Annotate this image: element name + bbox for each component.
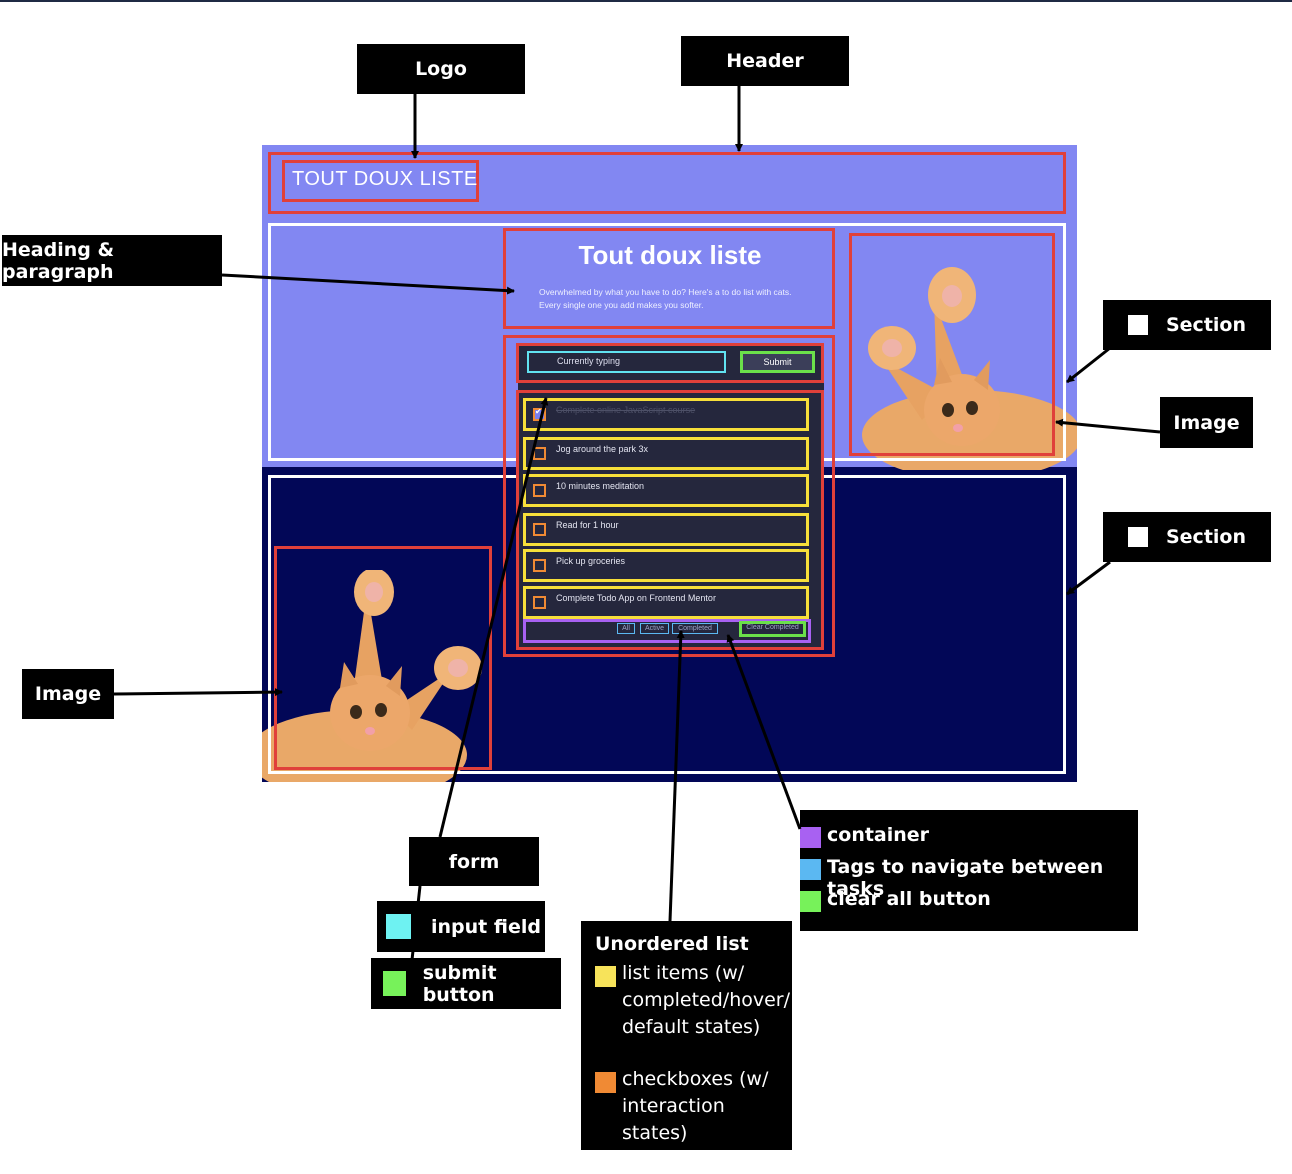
- form-outline: [516, 343, 824, 383]
- input-swatch: [386, 914, 411, 939]
- form-legend-connector: [410, 885, 422, 961]
- heading-paragraph-label: Heading & paragraph: [2, 235, 222, 286]
- cat-image-left: [262, 570, 482, 782]
- logo[interactable]: TOUT DOUX LISTE: [292, 168, 478, 190]
- form-arrow: [438, 397, 549, 838]
- todo-container-outline: [503, 335, 835, 657]
- image-right-arrow: [1055, 418, 1161, 434]
- checkbox-icon[interactable]: [533, 484, 546, 497]
- intro-paragraph: Overwhelmed by what you have to do? Here…: [539, 287, 792, 310]
- page-title: Tout doux liste: [578, 240, 762, 270]
- app-mockup: TOUT DOUX LISTE Tout doux liste Overwhel…: [262, 145, 1077, 782]
- white-swatch-icon: [1127, 527, 1148, 547]
- list-arrow: [668, 630, 685, 922]
- checkbox-icon[interactable]: [533, 559, 546, 572]
- white-swatch-icon: [1127, 315, 1148, 335]
- section-bottom-label: Section: [1103, 512, 1271, 562]
- header-outline: [268, 152, 1066, 214]
- input-field-legend: input field: [377, 901, 545, 952]
- todo-text: Read for 1 hour: [556, 520, 619, 530]
- todo-text: Jog around the park 3x: [556, 444, 649, 454]
- todo-input[interactable]: Currently typing: [527, 351, 726, 373]
- submit-button-legend: submit button: [371, 958, 561, 1009]
- image-left-outline: [274, 546, 492, 770]
- checkbox-icon[interactable]: [533, 523, 546, 536]
- list-footer-container: [523, 619, 811, 643]
- footer-arrow: [726, 634, 802, 830]
- tags-swatch: [800, 859, 821, 880]
- filter-all-tag[interactable]: All: [617, 623, 635, 634]
- top-border-line: [0, 0, 1292, 2]
- checkboxes-swatch: [595, 1072, 616, 1093]
- form-label: form: [409, 837, 539, 886]
- heading-arrow: [221, 273, 515, 295]
- todo-item[interactable]: Read for 1 hour: [523, 513, 809, 546]
- todo-item[interactable]: Pick up groceries: [523, 549, 809, 582]
- todo-panel: [518, 343, 824, 648]
- filter-active-tag[interactable]: Active: [640, 623, 669, 634]
- submit-swatch: [383, 971, 406, 996]
- todo-text: Pick up groceries: [556, 556, 626, 566]
- list-items-legend-text: list items (w/ completed/hover/ default …: [622, 962, 791, 1038]
- section-top-label: Section: [1103, 300, 1271, 350]
- cat-image-right: [862, 267, 1077, 470]
- image-left-arrow: [113, 688, 283, 697]
- todo-text: Complete Todo App on Frontend Mentor: [556, 593, 716, 603]
- logo-label: Logo: [357, 44, 525, 94]
- logo-outline: [282, 160, 479, 202]
- image-left-label: Image: [22, 669, 114, 719]
- section-top-arrow: [1066, 346, 1111, 384]
- clear-all-swatch: [800, 891, 821, 912]
- checkboxes-legend-text: checkboxes (w/ interaction states): [622, 1068, 769, 1144]
- heading-outline: [503, 228, 835, 329]
- section-bottom-arrow: [1066, 560, 1111, 596]
- submit-button[interactable]: Submit: [740, 351, 815, 373]
- filter-completed-tag[interactable]: Completed: [672, 623, 718, 634]
- image-right-outline: [849, 233, 1055, 456]
- legend-title: Unordered list: [595, 933, 749, 955]
- todo-text: Complete online JavaScript course: [556, 405, 696, 415]
- header-label: Header: [681, 36, 849, 86]
- todo-text: 10 minutes meditation: [556, 481, 645, 491]
- list-items-swatch: [595, 966, 616, 987]
- clear-completed-button[interactable]: Clear Completed: [739, 621, 806, 637]
- unordered-list-legend: Unordered list list items (w/ completed/…: [581, 921, 792, 1150]
- image-right-label: Image: [1160, 397, 1253, 448]
- todo-item[interactable]: Complete Todo App on Frontend Mentor: [523, 586, 809, 619]
- container-swatch: [800, 827, 821, 848]
- checkbox-icon[interactable]: [533, 596, 546, 609]
- footer-legend: container Tags to navigate between tasks…: [800, 810, 1138, 931]
